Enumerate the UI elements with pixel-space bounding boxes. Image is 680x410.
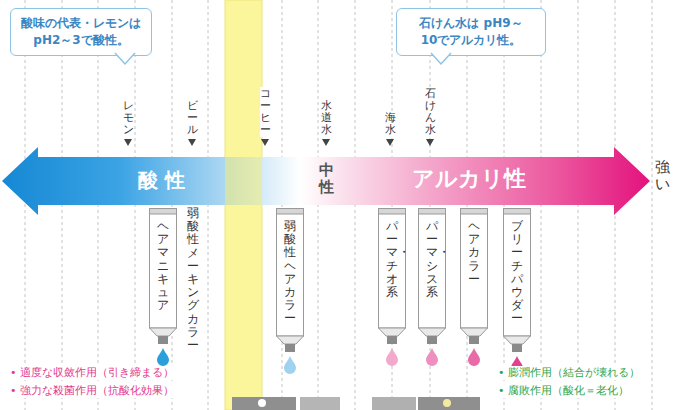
tube-label: ブリーチパウダー (511, 220, 523, 326)
hair-dot (443, 399, 451, 407)
tube-label: ヘアカラー (468, 220, 480, 286)
product-tube: ブリーチパウダー (503, 208, 531, 376)
tube-label: 弱酸性ヘアカラー (284, 220, 296, 326)
hair-strip (232, 397, 296, 410)
marker-triangles (124, 139, 434, 146)
effect-note: • 腐敗作用（酸化＝老化） (496, 384, 631, 398)
tube-cap (387, 336, 397, 344)
hair-strip (372, 397, 416, 410)
ph-region-label: アルカリ性 (412, 166, 526, 192)
yellow-band (225, 0, 262, 410)
effect-note: • 強力な殺菌作用（抗酸化効果） (8, 384, 176, 398)
tube-body (277, 214, 304, 336)
hair-strip (418, 397, 480, 410)
tube-body (461, 214, 488, 328)
tube-cap (469, 336, 479, 344)
grid-line (652, 0, 653, 410)
tail-fill (431, 53, 451, 64)
arrow-body (2, 147, 650, 215)
scale-end-label: 強い (655, 158, 670, 193)
callout-tail (431, 53, 451, 65)
tail-fill (115, 53, 135, 64)
product-tube: パーマ・シス系 (418, 208, 446, 368)
ph-marker-label: 石けん水 (425, 87, 436, 137)
ph-arrow: 酸 性 中性 アルカリ性 (0, 145, 680, 217)
tube-body (379, 214, 406, 328)
tube-shoulder (419, 328, 446, 336)
arrow-shape (0, 145, 680, 217)
droplet (386, 348, 398, 366)
marker-triangle (386, 139, 394, 146)
tube-label: パーマ・チオ系 (386, 220, 398, 299)
tube-label: パーマ・シス系 (426, 220, 438, 299)
droplet (157, 348, 169, 366)
ph-marker-label: 海水 (385, 111, 396, 137)
ph-marker-label: レモン (123, 99, 134, 137)
tube-cap (512, 344, 522, 352)
product-tube: パーマ・チオ系 (378, 208, 406, 368)
marker-triangle (426, 139, 434, 146)
tube-body (150, 214, 177, 328)
marker-triangle (261, 139, 269, 146)
tube-shoulder (150, 328, 177, 336)
tail-line (115, 53, 135, 64)
product-tube: ヘアマニキュア (149, 208, 177, 368)
product-tube: 弱酸性ヘアカラー (276, 208, 304, 376)
yellow-band-overlay (225, 145, 262, 217)
ph-marker-label: ビール (187, 99, 198, 137)
callout-box: 石けん水は pH9～10でアルカリ性。 (396, 8, 546, 56)
tube-body (504, 214, 531, 336)
tube-cap (285, 344, 295, 352)
product-label: 弱酸性メーキングカラー (187, 206, 199, 353)
effect-note: • 適度な収斂作用（引き締まる） (8, 366, 176, 380)
callout-text: 石けん水は pH9～10でアルカリ性。 (401, 15, 541, 49)
droplet (468, 348, 480, 366)
grid-line (25, 0, 26, 410)
callout-box: 酸味の代表・レモンは pH2～3で酸性。 (10, 8, 152, 56)
effect-note: • 膨潤作用（結合が壊れる） (496, 366, 642, 380)
tube-shoulder (461, 328, 488, 336)
ph-marker-label: コーヒー (260, 87, 271, 137)
hair-dot (258, 399, 266, 407)
product-tube: ヘアカラー (460, 208, 488, 368)
ph-region-label: 中性 (319, 162, 334, 195)
tube-cap (158, 336, 168, 344)
tail-line (431, 53, 451, 64)
marker-triangle (188, 139, 196, 146)
droplet (284, 356, 296, 374)
droplet (426, 348, 438, 366)
marker-triangle (124, 139, 132, 146)
tube-shoulder (277, 336, 304, 344)
hair-illustration (232, 397, 480, 410)
callout-tail (115, 53, 135, 65)
tube-shoulder (379, 328, 406, 336)
tube-body (419, 214, 446, 328)
callout-text: 酸味の代表・レモンは pH2～3で酸性。 (15, 15, 147, 49)
ph-marker-label: 水道水 (321, 99, 332, 137)
tube-shoulder (504, 336, 531, 344)
hair-strip (300, 397, 340, 410)
marker-triangle (322, 139, 330, 146)
ph-region-label: 酸 性 (138, 168, 185, 192)
tube-cap (427, 336, 437, 344)
tube-label: ヘアマニキュア (157, 220, 169, 312)
